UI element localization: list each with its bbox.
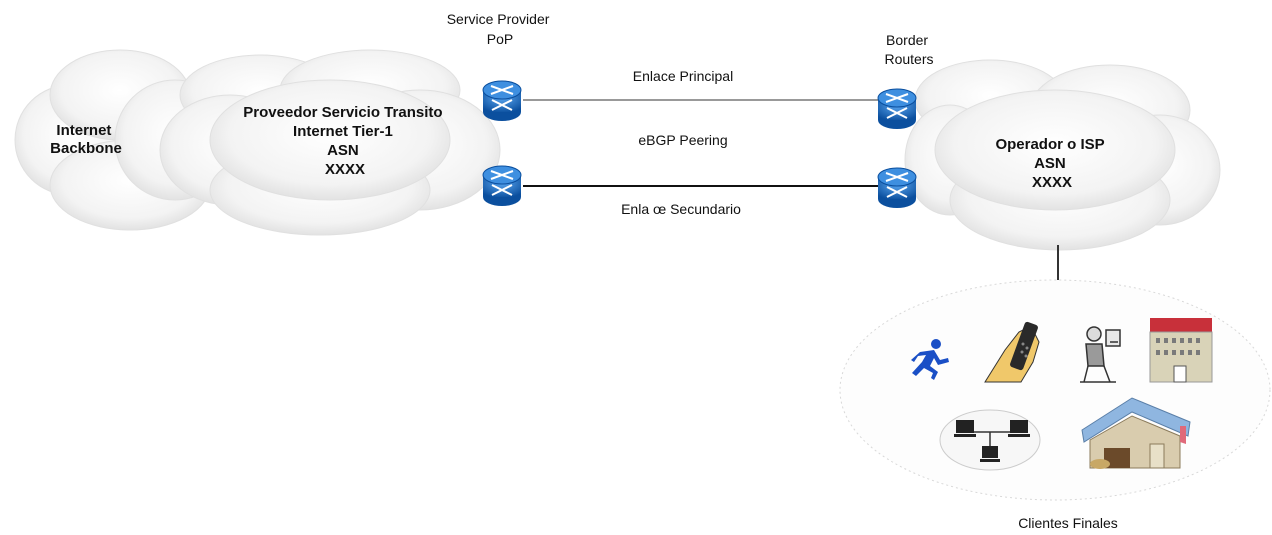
secondary-link-label: Enla œ Secundario xyxy=(621,201,741,217)
operator-isp-label: Operador o ISP ASN XXXX xyxy=(995,136,1108,191)
internet-backbone-label: Internet Backbone xyxy=(50,122,122,157)
house-icon xyxy=(1081,397,1191,469)
primary-link-label: Enlace Principal xyxy=(633,68,733,84)
operator-isp-cloud: Operador o ISP ASN XXXX xyxy=(904,59,1221,251)
router-icon xyxy=(877,167,917,209)
office-worker-icon xyxy=(1080,326,1121,383)
router-icon xyxy=(482,165,522,207)
service-provider-pop-label: Service Provider PoP xyxy=(447,11,554,47)
lan-icon xyxy=(939,409,1041,471)
building-icon xyxy=(1149,318,1213,383)
border-routers-label: Border Routers xyxy=(884,32,933,67)
tier1-provider-label: Proveedor Servicio Transito Internet Tie… xyxy=(243,104,446,178)
mobile-user-icon xyxy=(984,321,1040,383)
ebgp-peering-label: eBGP Peering xyxy=(638,132,727,148)
router-icon xyxy=(877,88,917,130)
runner-icon xyxy=(911,339,949,380)
tier1-provider-cloud: Proveedor Servicio Transito Internet Tie… xyxy=(159,49,501,236)
end-clients-label: Clientes Finales xyxy=(1018,515,1118,531)
end-clients-area xyxy=(839,279,1271,501)
router-icon xyxy=(482,80,522,122)
